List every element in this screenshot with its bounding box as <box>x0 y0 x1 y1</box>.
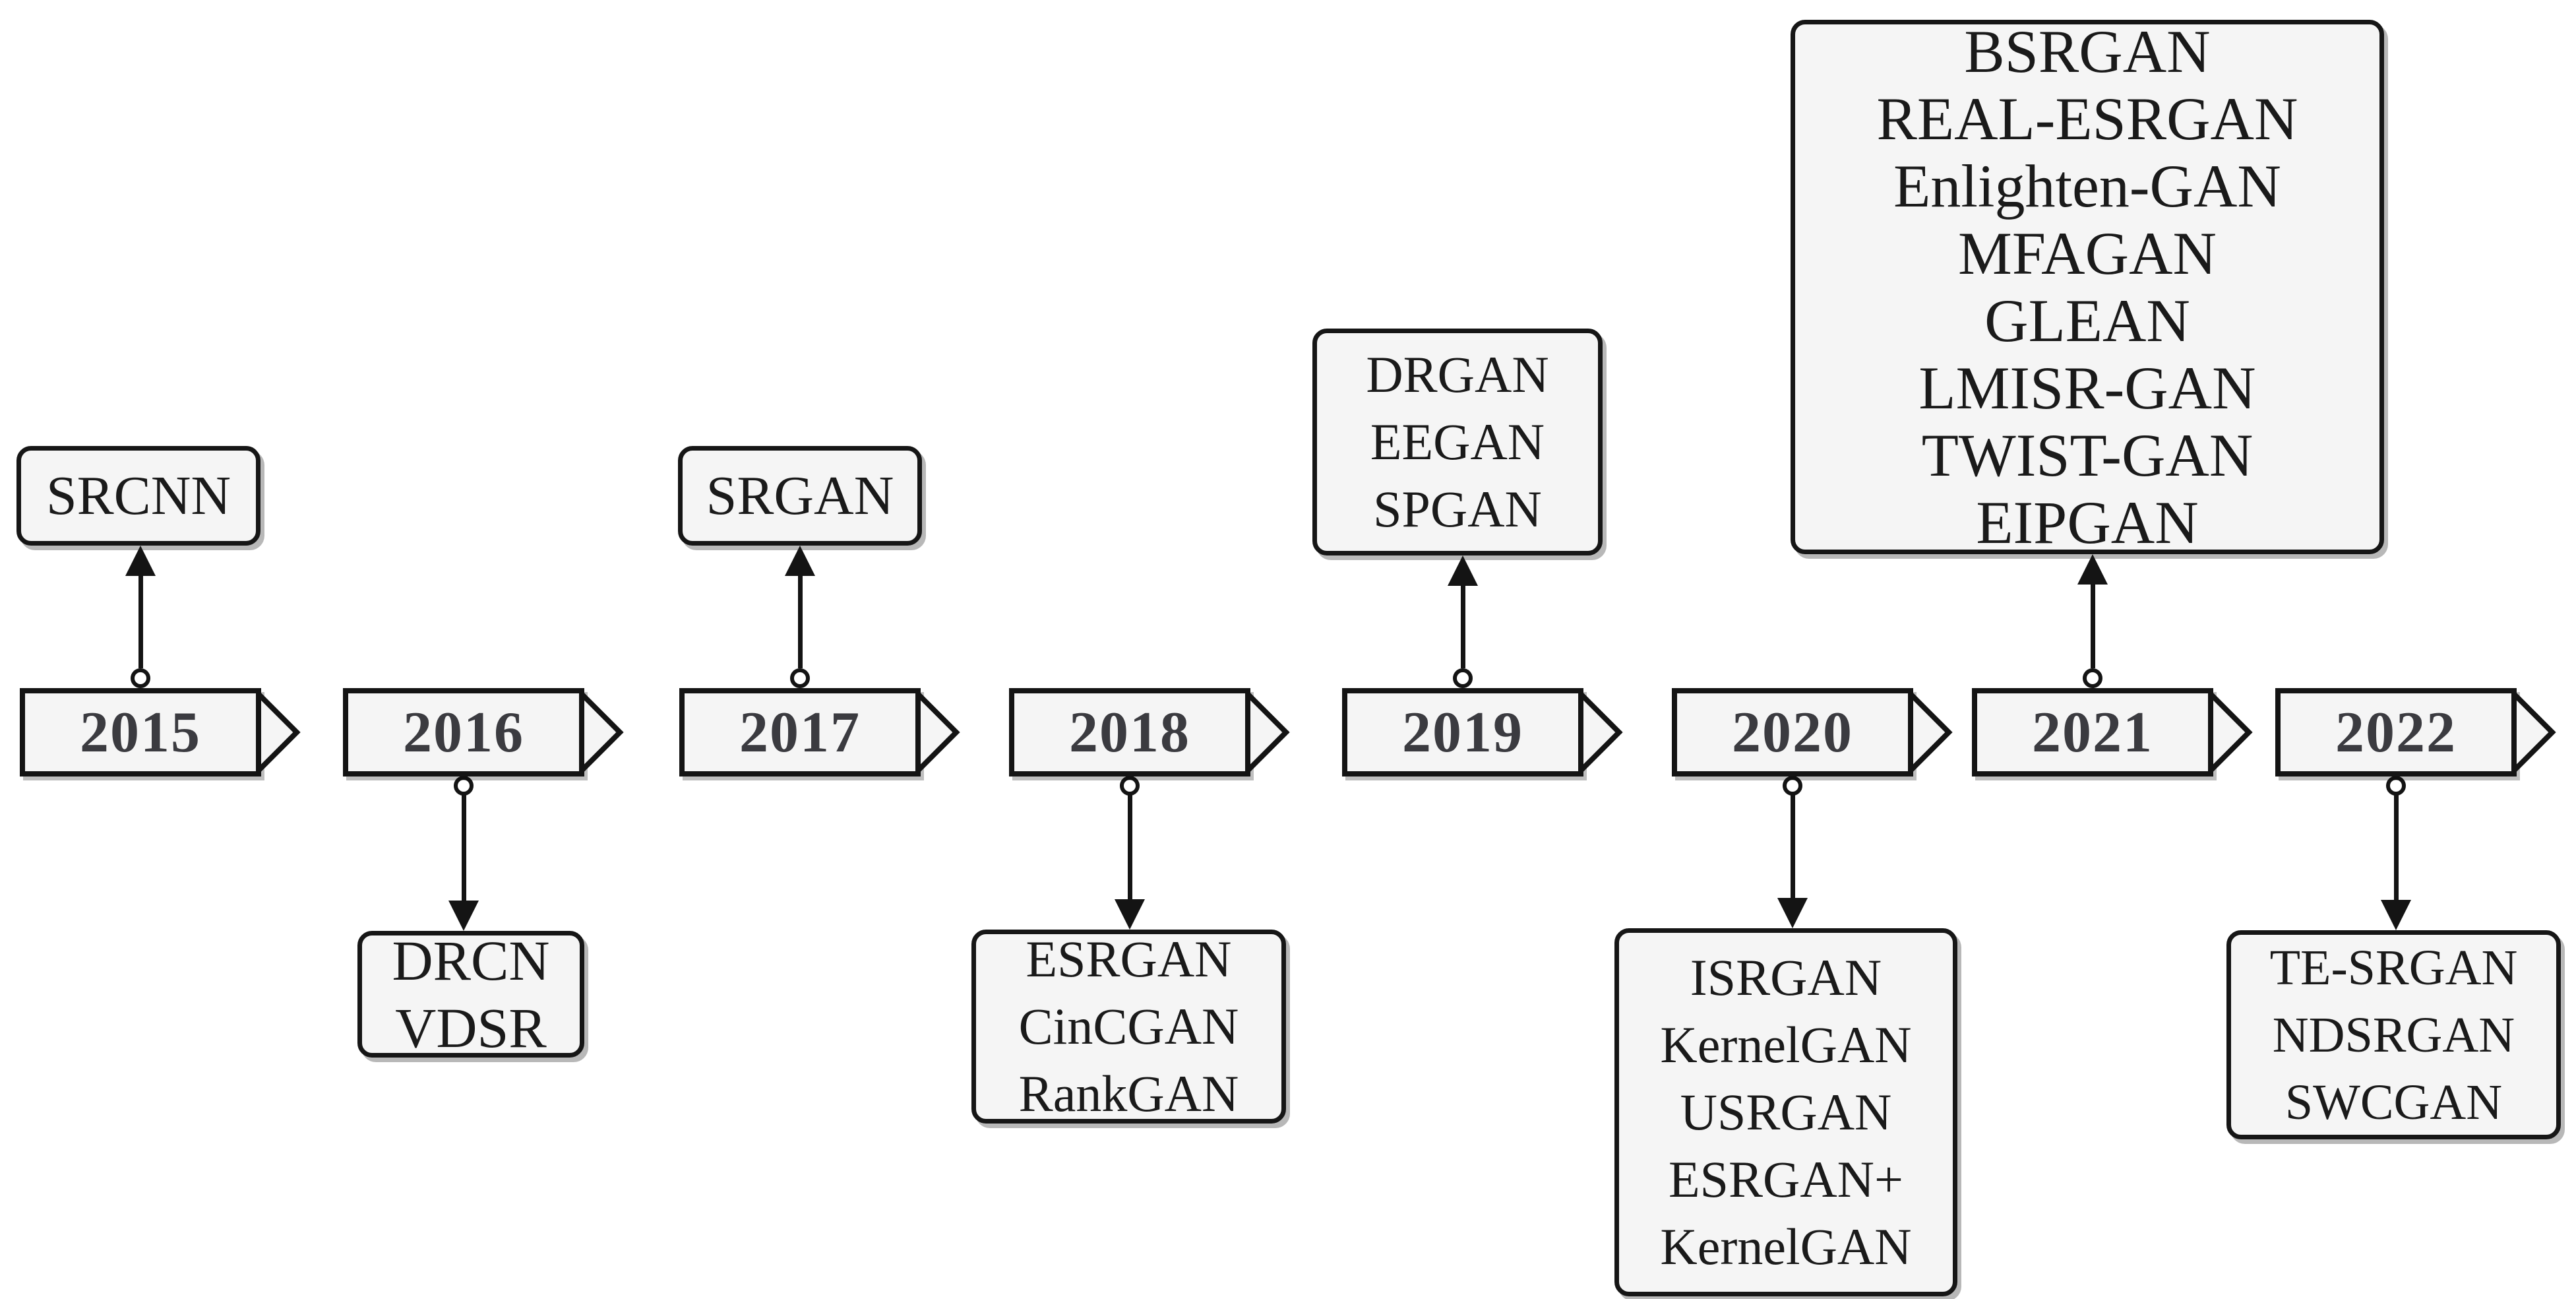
connector-line-2019 <box>1461 585 1465 668</box>
year-rect: 2019 <box>1342 688 1583 776</box>
year-label-2020: 2020 <box>1732 700 1853 765</box>
year-marker-2022: 2022 <box>2275 688 2559 776</box>
connector-dot-icon <box>131 668 150 688</box>
year-marker-2021: 2021 <box>1972 688 2255 776</box>
methods-box-2020: ISRGAN KernelGAN USRGAN ESRGAN+ KernelGA… <box>1614 928 1957 1296</box>
connector-dot-icon <box>1453 668 1473 688</box>
year-label-2022: 2022 <box>2335 700 2457 765</box>
year-marker-2017: 2017 <box>679 688 963 776</box>
arrowhead-up-icon <box>785 546 815 576</box>
connector-dot-icon <box>1120 776 1140 796</box>
methods-box-2022: TE-SRGAN NDSRGAN SWCGAN <box>2226 930 2561 1139</box>
year-rect: 2015 <box>20 688 261 776</box>
connector-line-2022 <box>2394 795 2399 901</box>
connector-dot-icon <box>1783 776 1802 796</box>
connector-dot-icon <box>790 668 810 688</box>
arrowhead-down-icon <box>2381 900 2411 930</box>
year-marker-2016: 2016 <box>343 688 627 776</box>
year-marker-2020: 2020 <box>1672 688 1955 776</box>
year-label-2015: 2015 <box>80 700 201 765</box>
arrow-tip-icon <box>2208 688 2253 776</box>
arrowhead-down-icon <box>1115 899 1145 930</box>
year-marker-2015: 2015 <box>20 688 303 776</box>
arrowhead-up-icon <box>1448 555 1478 586</box>
connector-line-2020 <box>1791 795 1795 899</box>
arrow-tip-icon <box>1245 688 1290 776</box>
arrow-tip-icon <box>579 688 624 776</box>
year-rect: 2020 <box>1672 688 1913 776</box>
year-marker-2019: 2019 <box>1342 688 1626 776</box>
year-rect: 2022 <box>2275 688 2517 776</box>
methods-box-2017: SRGAN <box>678 446 922 546</box>
year-rect: 2021 <box>1972 688 2213 776</box>
connector-dot-icon <box>2386 776 2406 796</box>
year-label-2019: 2019 <box>1402 700 1523 765</box>
arrow-tip-icon <box>1578 688 1623 776</box>
connector-dot-icon <box>454 776 474 796</box>
connector-line-2017 <box>798 575 803 668</box>
connector-line-2016 <box>462 795 466 902</box>
year-rect: 2016 <box>343 688 584 776</box>
connector-line-2018 <box>1128 795 1132 901</box>
arrowhead-up-icon <box>125 546 156 576</box>
year-rect: 2018 <box>1009 688 1250 776</box>
methods-box-2015: SRCNN <box>16 446 261 546</box>
connector-line-2021 <box>2091 583 2095 668</box>
connector-line-2015 <box>138 575 143 668</box>
year-rect: 2017 <box>679 688 921 776</box>
year-marker-2018: 2018 <box>1009 688 1293 776</box>
connector-dot-icon <box>2083 668 2102 688</box>
year-label-2016: 2016 <box>403 700 524 765</box>
arrow-tip-icon <box>1908 688 1953 776</box>
arrowhead-down-icon <box>1777 898 1808 928</box>
methods-box-2018: ESRGAN CinCGAN RankGAN <box>971 930 1286 1124</box>
methods-box-2021: BSRGAN REAL-ESRGAN Enlighten-GAN MFAGAN … <box>1791 18 2384 556</box>
year-label-2021: 2021 <box>2032 700 2153 765</box>
arrow-tip-icon <box>256 688 301 776</box>
methods-box-2016: DRCN VDSR <box>357 929 584 1060</box>
year-label-2018: 2018 <box>1069 700 1190 765</box>
arrow-tip-icon <box>2511 688 2556 776</box>
methods-box-2019: DRGAN EEGAN SPGAN <box>1312 329 1603 555</box>
year-label-2017: 2017 <box>739 700 861 765</box>
arrowhead-up-icon <box>2077 554 2108 585</box>
arrow-tip-icon <box>915 688 960 776</box>
arrowhead-down-icon <box>448 901 479 931</box>
